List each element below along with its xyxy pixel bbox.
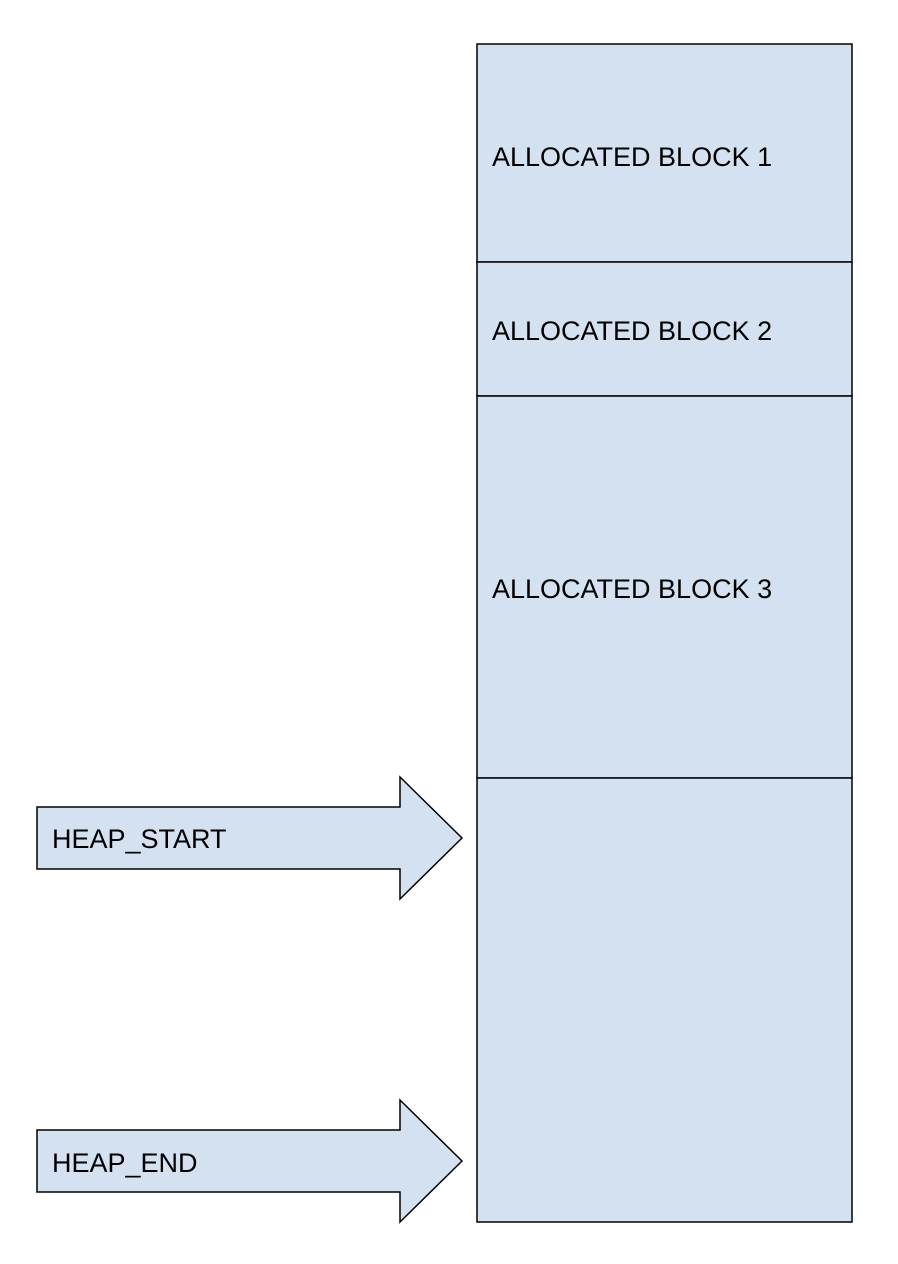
allocated-block-1-label: ALLOCATED BLOCK 1 [492, 142, 772, 172]
allocated-block-3-label: ALLOCATED BLOCK 3 [492, 574, 772, 604]
memory-column: ALLOCATED BLOCK 1 ALLOCATED BLOCK 2 ALLO… [476, 43, 853, 1223]
heap-start-label: HEAP_START [52, 824, 227, 854]
free-heap-region [476, 777, 853, 1223]
heap-end-arrow-icon [36, 1098, 464, 1224]
allocated-block-2: ALLOCATED BLOCK 2 [476, 261, 853, 397]
heap-end-label: HEAP_END [52, 1148, 198, 1178]
heap-end-pointer: HEAP_END [36, 1098, 464, 1224]
allocated-block-1: ALLOCATED BLOCK 1 [476, 43, 853, 263]
heap-start-arrow-icon [36, 775, 464, 901]
allocated-block-2-label: ALLOCATED BLOCK 2 [492, 316, 772, 346]
allocated-block-3: ALLOCATED BLOCK 3 [476, 395, 853, 779]
heap-start-pointer: HEAP_START [36, 775, 464, 901]
